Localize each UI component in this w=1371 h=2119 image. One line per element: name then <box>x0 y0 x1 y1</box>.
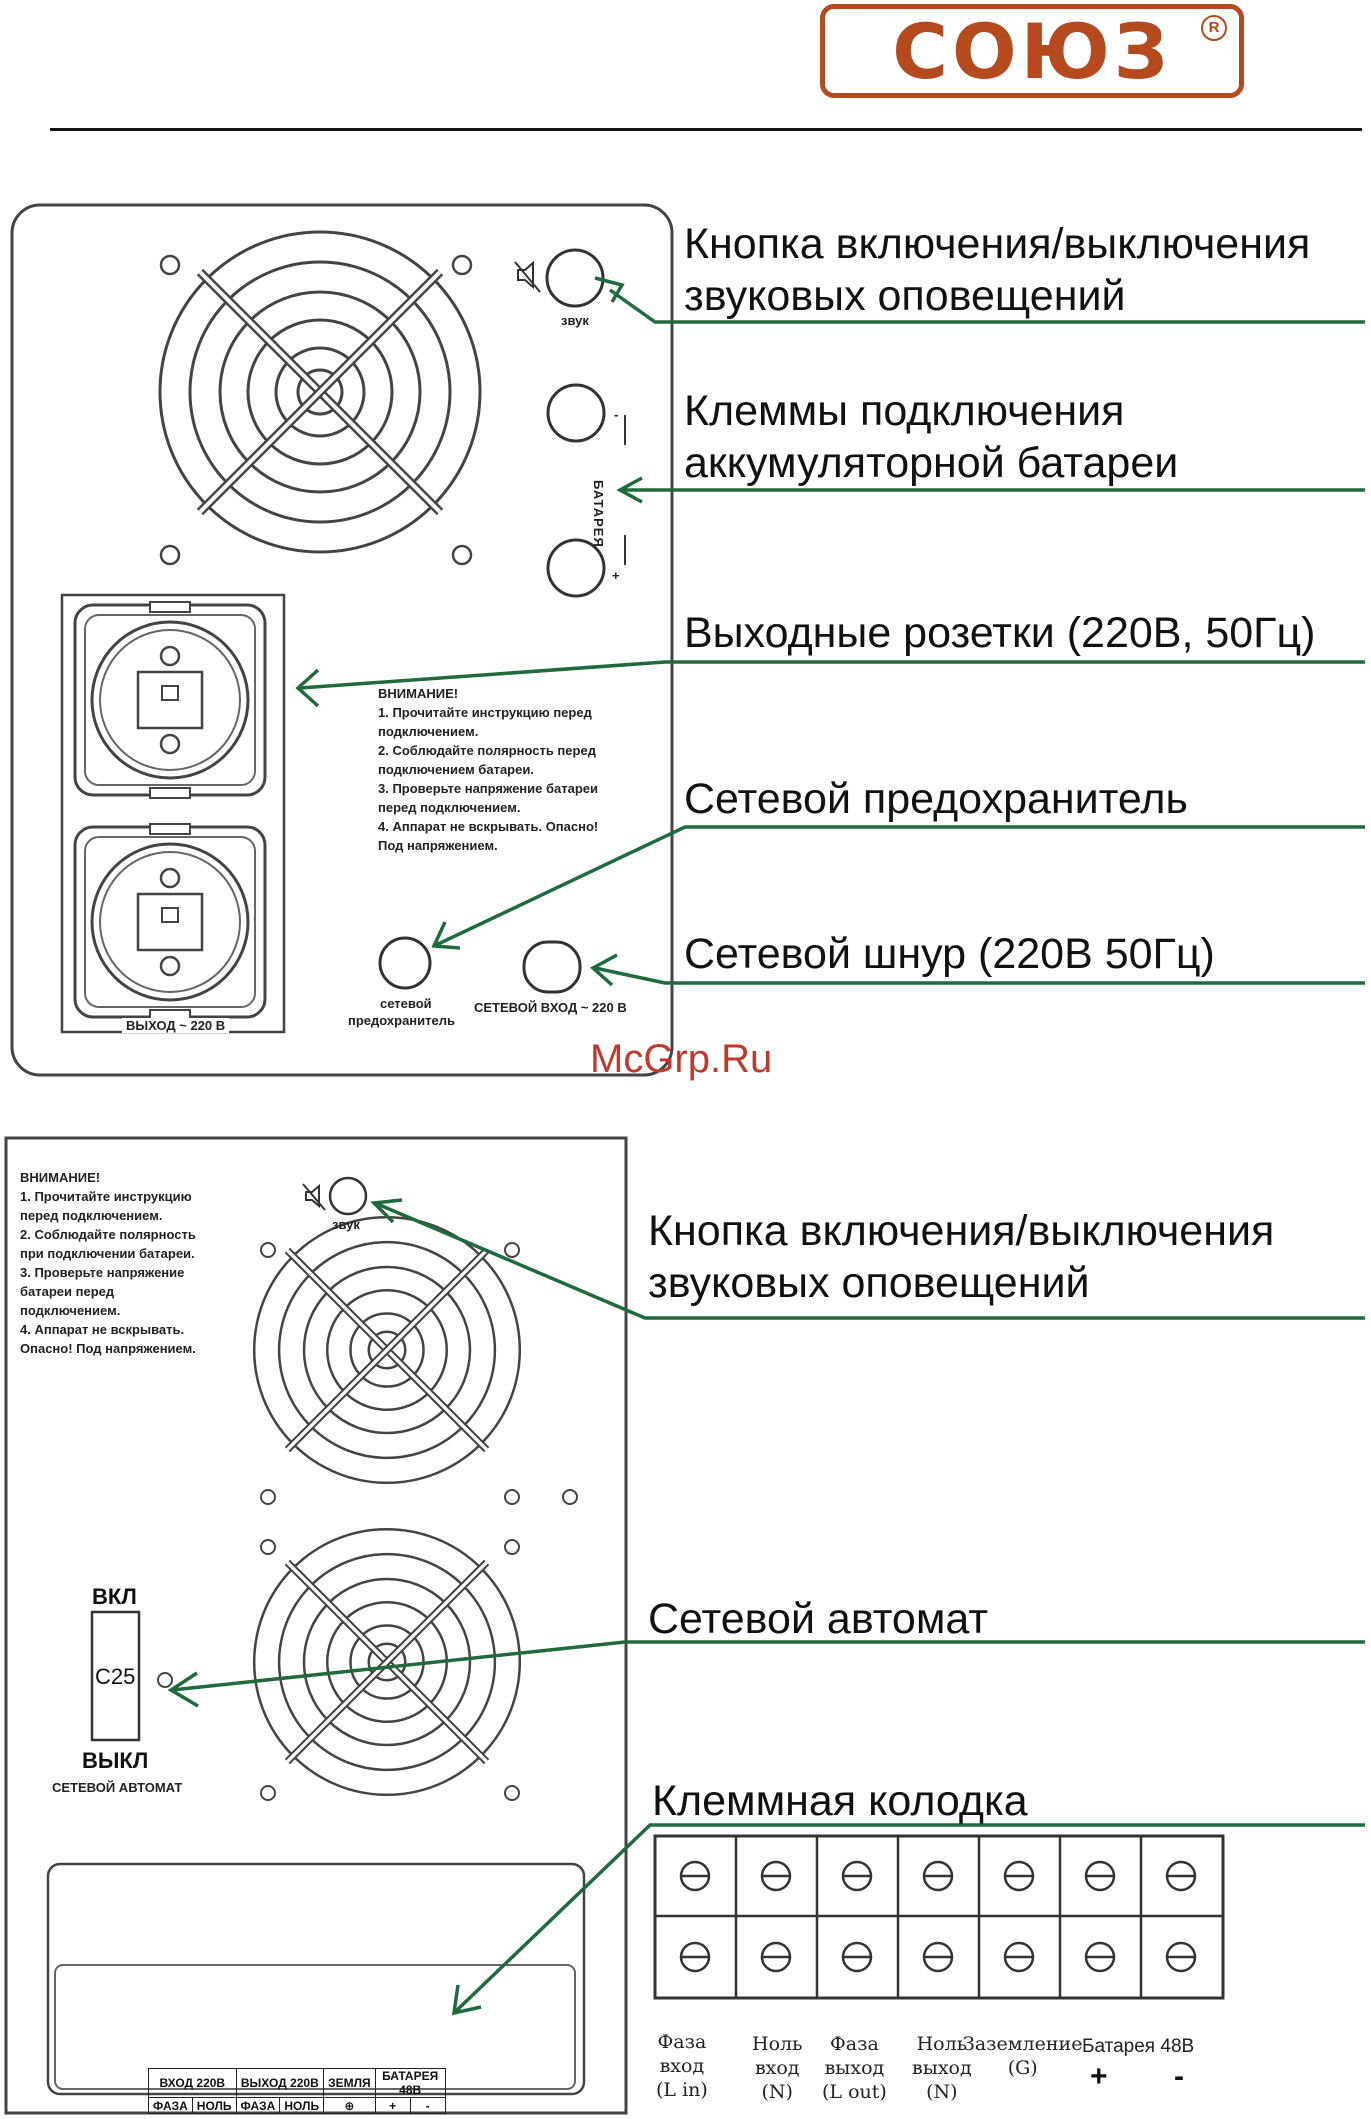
label-line: вход <box>659 2055 705 2077</box>
label-line: выход <box>824 2057 885 2079</box>
label-line: Ноль <box>916 2033 968 2055</box>
label-line: Ноль <box>752 2033 803 2055</box>
terminal-label-l-out: Фаза выход (L out) <box>822 2032 887 2104</box>
registered-mark: R <box>1201 15 1227 41</box>
label-line: вход <box>754 2057 800 2079</box>
table-cell: ЗЕМЛЯ <box>323 2068 376 2098</box>
warning-line: 1. Прочитайте инструкцию <box>20 1189 192 1204</box>
warning-block: ВНИМАНИЕ! 1. Прочитайте инструкцию перед… <box>378 684 598 855</box>
callout-line: аккумуляторной батареи <box>684 439 1179 487</box>
label-line: (N) <box>761 2081 793 2103</box>
warning-line: 3. Проверьте напряжение <box>20 1265 185 1280</box>
battery-minus: - <box>614 407 619 422</box>
table-cell: ФАЗА <box>235 2097 281 2114</box>
callout-terminal-block: Клеммная колодка <box>652 1775 1028 1827</box>
breaker-off-label: ВЫКЛ <box>82 1748 149 1773</box>
warning-block-2: ВНИМАНИЕ! 1. Прочитайте инструкцию перед… <box>20 1168 196 1358</box>
warning-line: перед подключением. <box>378 800 521 815</box>
label-line: выход <box>912 2057 972 2079</box>
label-line: (N) <box>926 2081 958 2103</box>
warning-line: Опасно! Под напряжением. <box>20 1341 196 1356</box>
table-cell: - <box>409 2097 446 2114</box>
watermark: McGrp.Ru <box>590 1037 773 1081</box>
label-line: Фаза <box>830 2033 879 2055</box>
callout-line: звуковых оповещений <box>648 1259 1090 1307</box>
callout-circuit-breaker: Сетевой автомат <box>648 1593 988 1645</box>
warning-line: 1. Прочитайте инструкцию перед <box>378 705 592 720</box>
input-label: СЕТЕВОЙ ВХОД ~ 220 В <box>474 1000 627 1015</box>
breaker-rating: C25 <box>95 1664 136 1689</box>
table-cell: НОЛЬ <box>279 2097 325 2114</box>
warning-line: подключением. <box>20 1303 121 1318</box>
warning-title: ВНИМАНИЕ! <box>20 1170 101 1185</box>
terminal-label-n-out: Ноль выход (N) <box>912 2032 972 2104</box>
warning-line: Под напряжением. <box>378 838 498 853</box>
breaker-label: СЕТЕВОЙ АВТОМАТ <box>52 1780 183 1795</box>
callout-line: Сетевой предохранитель <box>684 775 1188 823</box>
battery48-label: Батарея 48В <box>1082 2036 1195 2057</box>
table-cell: ФАЗА <box>148 2097 193 2114</box>
warning-line: 4. Аппарат не вскрывать. <box>20 1322 185 1337</box>
label-line: (L out) <box>822 2081 887 2103</box>
warning-line: батареи перед <box>20 1284 115 1299</box>
warning-line: 2. Соблюдайте полярность перед <box>378 743 596 758</box>
breaker-on-label: ВКЛ <box>92 1584 137 1609</box>
callout-mains-cord: Сетевой шнур (220В 50Гц) <box>684 928 1215 980</box>
brand-logo: СОЮЗ R <box>820 4 1244 98</box>
callout-line: Клеммы подключения <box>684 387 1125 435</box>
table-cell: БАТАРЕЯ 48В <box>374 2068 446 2098</box>
fuse-label-1: сетевой <box>380 996 432 1011</box>
terminal-label-l-in: Фаза вход (L in) <box>656 2030 708 2102</box>
sound-label-2: звук <box>332 1217 360 1232</box>
warning-line: перед подключением. <box>20 1208 163 1223</box>
warning-line: подключением. <box>378 724 479 739</box>
callout-output-sockets: Выходные розетки (220В, 50Гц) <box>684 607 1315 659</box>
rear-panel-table: ВХОД 220В ВЫХОД 220В ЗЕМЛЯ БАТАРЕЯ 48В Ф… <box>148 2068 446 2114</box>
battery-label: БАТАРЕЯ <box>591 480 606 548</box>
battery48-minus: - <box>1174 2060 1184 2093</box>
table-cell: + <box>374 2097 411 2114</box>
logo-text: СОЮЗ <box>892 6 1172 96</box>
callout-line: Кнопка включения/выключения <box>648 1207 1275 1255</box>
label-line: (L in) <box>656 2079 708 2101</box>
callout-sound-button: Кнопка включения/выключения звуковых опо… <box>684 218 1310 322</box>
table-cell: ⊕ <box>323 2097 376 2114</box>
callout-line: Кнопка включения/выключения <box>684 220 1311 268</box>
output-label: ВЫХОД ~ 220 В <box>122 1018 230 1033</box>
terminal-label-ground: Заземление (G) <box>963 2032 1082 2080</box>
label-line: Фаза <box>657 2031 707 2053</box>
callout-line: Сетевой шнур (220В 50Гц) <box>684 930 1215 978</box>
table-cell: ВХОД 220В <box>148 2068 237 2098</box>
label-line: (G) <box>1007 2057 1038 2079</box>
warning-line: 3. Проверьте напряжение батареи <box>378 781 598 796</box>
sound-label: звук <box>561 313 589 328</box>
table-cell: ВЫХОД 220В <box>235 2068 325 2098</box>
warning-line: 4. Аппарат не вскрывать. Опасно! <box>378 819 599 834</box>
warning-line: при подключении батареи. <box>20 1246 195 1261</box>
callout-line: звуковых оповещений <box>684 272 1126 320</box>
callout-battery-terminals: Клеммы подключения аккумуляторной батаре… <box>684 385 1178 489</box>
battery-plus: + <box>612 568 620 583</box>
terminal-label-n-in: Ноль вход (N) <box>752 2032 802 2104</box>
warning-line: подключением батареи. <box>378 762 534 777</box>
label-line: Заземление <box>963 2033 1083 2055</box>
callout-line: Выходные розетки (220В, 50Гц) <box>684 609 1316 657</box>
warning-title: ВНИМАНИЕ! <box>378 686 459 701</box>
fuse-label-2: предохранитель <box>348 1013 455 1028</box>
callout-sound-button-2: Кнопка включения/выключения звуковых опо… <box>648 1205 1274 1309</box>
warning-line: 2. Соблюдайте полярность <box>20 1227 196 1242</box>
table-cell: НОЛЬ <box>191 2097 237 2114</box>
battery48-plus: + <box>1090 2060 1108 2093</box>
header-rule <box>50 128 1362 131</box>
callout-line: Клеммная колодка <box>652 1777 1028 1825</box>
callout-line: Сетевой автомат <box>648 1595 989 1643</box>
callout-mains-fuse: Сетевой предохранитель <box>684 773 1188 825</box>
